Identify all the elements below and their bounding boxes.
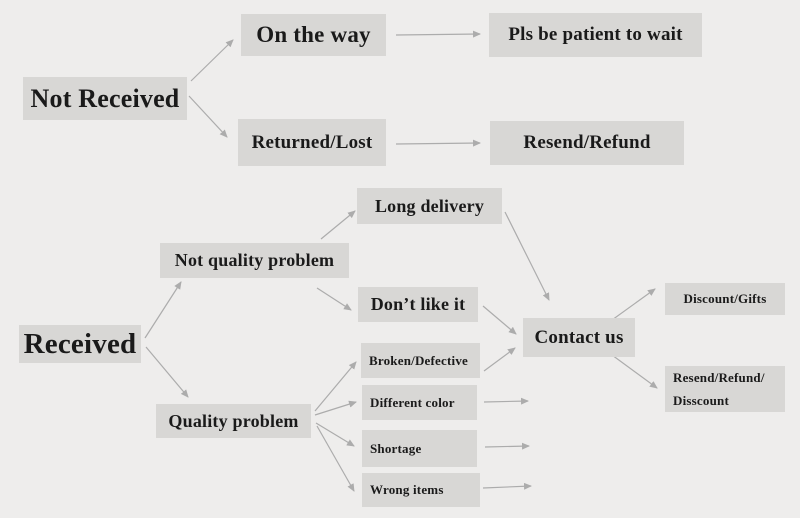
node-contact-us: Contact us <box>523 318 635 357</box>
node-not-quality-problem: Not quality problem <box>160 243 349 278</box>
edge-long-delivery-contact-us <box>504 211 550 301</box>
edge-not-received-returned-lost <box>188 95 228 138</box>
node-label: Quality problem <box>168 410 299 431</box>
edge-different-color-none <box>483 397 529 405</box>
edge-quality-problem-broken-defective <box>314 361 357 412</box>
edge-shortage-none <box>484 442 530 450</box>
node-discount-gifts: Discount/Gifts <box>665 283 785 315</box>
node-different-color: Different color <box>362 385 477 420</box>
node-label: On the way <box>256 22 371 47</box>
node-label: Not quality problem <box>174 250 335 270</box>
node-received: Received <box>19 325 141 363</box>
node-label: Broken/Defective <box>369 352 468 368</box>
node-quality-problem: Quality problem <box>156 404 311 438</box>
edge-broken-defective-contact-us <box>483 347 516 372</box>
node-pls-be-patient-to-wait: Pls be patient to wait <box>489 13 702 57</box>
node-label: Shortage <box>370 440 422 456</box>
edge-not-quality-problem-dont-like-it <box>316 287 352 311</box>
node-label: Different color <box>370 394 455 410</box>
node-label: Returned/Lost <box>251 131 373 153</box>
edge-wrong-items-none <box>482 482 532 490</box>
node-label-line: Disscount <box>673 393 729 408</box>
edge-returned-lost-resend-refund <box>395 139 481 147</box>
node-label: Wrong items <box>370 482 444 497</box>
node-dont-like-it: Don’t like it <box>358 287 478 322</box>
edge-on-the-way-pls-be-patient-to-wait <box>395 30 481 38</box>
edge-received-quality-problem <box>145 346 189 398</box>
node-label: Not Received <box>30 83 180 113</box>
node-label: Received <box>23 327 137 360</box>
node-label: Pls be patient to wait <box>508 24 683 45</box>
edge-quality-problem-shortage <box>315 422 355 447</box>
node-label: Resend/Refund <box>523 132 651 153</box>
node-label-line: Resend/Refund/ <box>673 370 765 385</box>
node-returned-lost: Returned/Lost <box>238 119 386 166</box>
edge-quality-problem-wrong-items <box>316 425 355 492</box>
node-broken-defective: Broken/Defective <box>361 343 480 378</box>
edge-dont-like-it-contact-us <box>482 305 517 335</box>
edge-received-not-quality-problem <box>144 281 182 339</box>
edge-quality-problem-different-color <box>314 400 357 416</box>
edge-contact-us-discount-gifts <box>611 288 656 321</box>
node-shortage: Shortage <box>362 430 477 467</box>
node-not-received: Not Received <box>23 77 187 120</box>
node-label: Long delivery <box>374 195 485 216</box>
node-on-the-way: On the way <box>241 14 386 56</box>
node-resend-refund: Resend/Refund <box>490 121 684 165</box>
edge-contact-us-resend-refund-disscount <box>611 354 658 389</box>
node-long-delivery: Long delivery <box>357 188 502 224</box>
node-resend-refund-disscount: Resend/Refund/Disscount <box>665 366 785 412</box>
node-wrong-items: Wrong items <box>362 473 480 507</box>
node-label: Discount/Gifts <box>683 291 767 306</box>
edge-not-quality-problem-long-delivery <box>320 210 356 240</box>
node-label: Contact us <box>534 326 624 348</box>
node-label: Don’t like it <box>370 294 466 314</box>
edge-not-received-on-the-way <box>190 39 234 82</box>
